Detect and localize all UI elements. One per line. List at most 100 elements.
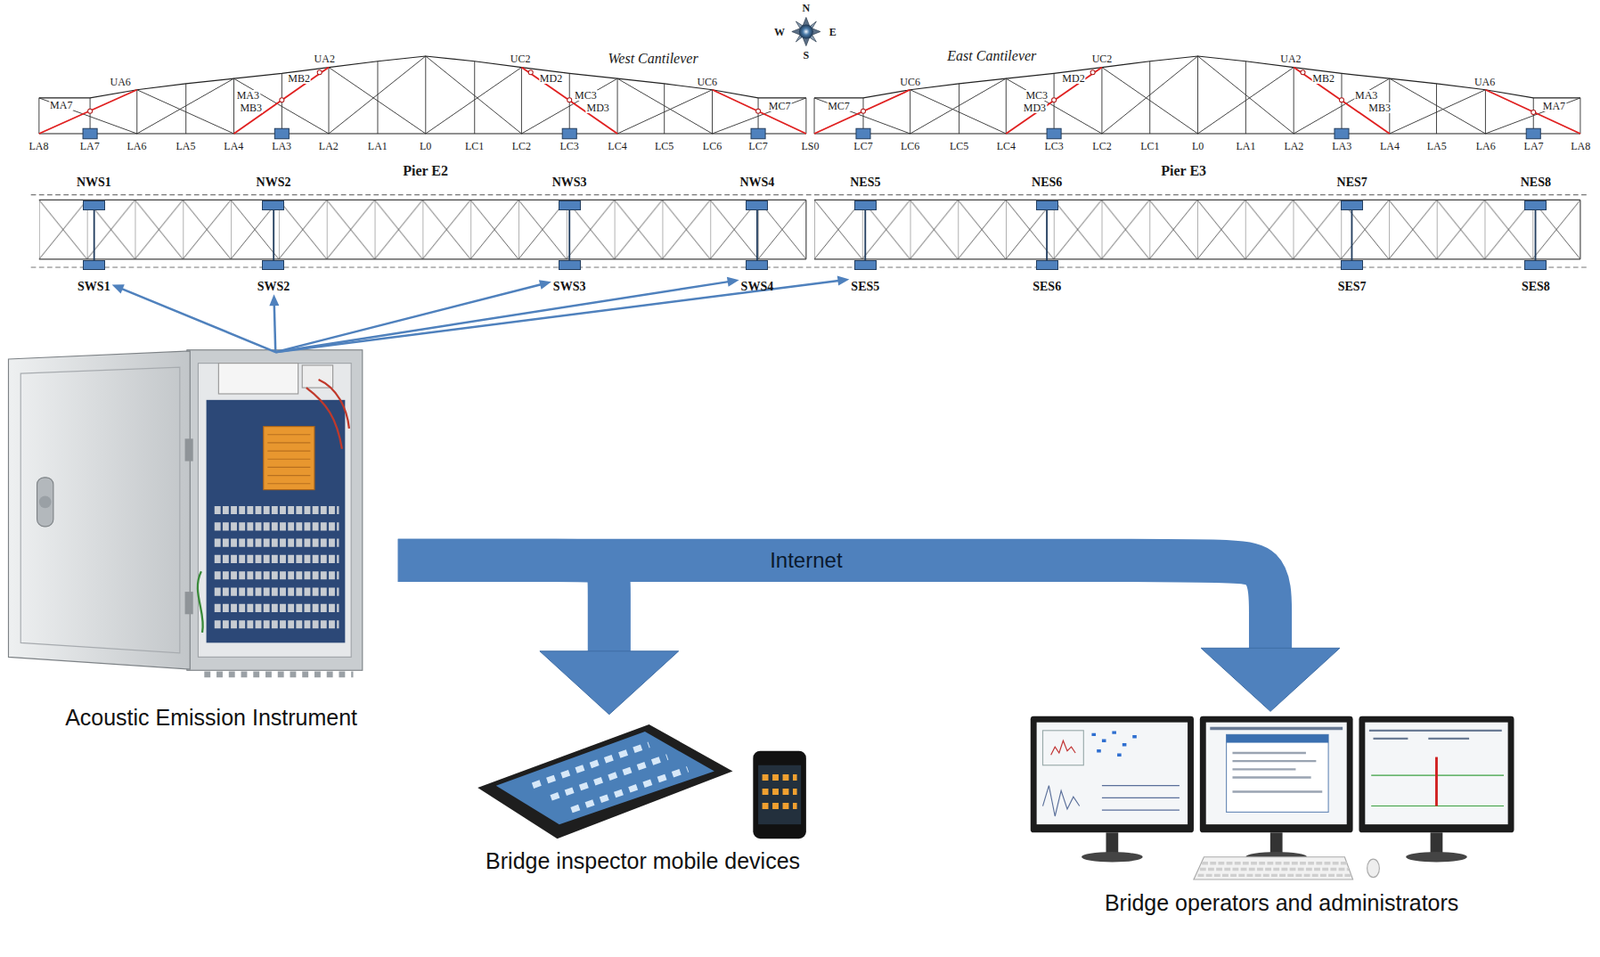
sensor-mark bbox=[1524, 260, 1547, 270]
operator-workstation bbox=[1232, 752, 1323, 792]
panel-point-label: LA5 bbox=[1426, 140, 1448, 152]
member-point bbox=[88, 70, 1536, 115]
panel-point-label: LC3 bbox=[1044, 140, 1065, 152]
compass-letter: S bbox=[802, 49, 811, 61]
panel-point-label: LA7 bbox=[79, 140, 101, 152]
panel-point-label: LC1 bbox=[1139, 140, 1160, 152]
figure-space bbox=[1054, 710, 1510, 889]
operator-workstation bbox=[1364, 722, 1508, 825]
sensor-label: SES8 bbox=[1521, 279, 1551, 294]
ae-instrument-cabinet bbox=[204, 670, 353, 678]
arrow-head bbox=[726, 277, 740, 287]
sensor-label: NWS3 bbox=[552, 175, 588, 190]
sensor-node: NWS2 bbox=[254, 175, 294, 211]
member-label: MA7 bbox=[48, 99, 74, 111]
panel-point-label: LA8 bbox=[28, 140, 50, 152]
compass-letter: E bbox=[828, 26, 838, 38]
member-label: MA3 bbox=[1354, 89, 1379, 101]
figure-space bbox=[24, 351, 398, 704]
member-label: UC6 bbox=[695, 76, 719, 88]
ae-instrument-cabinet bbox=[206, 400, 346, 644]
operator-workstation bbox=[1193, 857, 1354, 880]
sensor-link bbox=[94, 210, 1536, 261]
member-label: MC7 bbox=[826, 100, 851, 112]
sensor-node: NES5 bbox=[848, 175, 882, 211]
sensor-label: SWS1 bbox=[77, 279, 111, 294]
sensor-node: NES6 bbox=[1029, 175, 1064, 211]
truss-plan bbox=[814, 199, 1581, 259]
compass-rose bbox=[799, 24, 814, 39]
member-point bbox=[1300, 70, 1306, 75]
arrow-head bbox=[1200, 647, 1340, 711]
mobile-devices bbox=[477, 724, 733, 839]
cable-line bbox=[275, 284, 541, 352]
workstation-node: Bridge operators and administrators bbox=[1054, 710, 1510, 915]
operator-workstation bbox=[1081, 851, 1143, 862]
sensor-mark bbox=[1524, 200, 1547, 211]
sensor-label: NWS4 bbox=[739, 175, 775, 190]
operator-workstation bbox=[1051, 740, 1076, 755]
member-label: UC2 bbox=[509, 53, 532, 65]
member-point bbox=[1090, 70, 1095, 75]
elevation-sensor bbox=[751, 128, 766, 139]
sensor-mark bbox=[854, 200, 877, 211]
operator-workstation bbox=[1043, 730, 1085, 766]
member-label: UA6 bbox=[1473, 76, 1496, 88]
sensor-node: SES7 bbox=[1336, 260, 1369, 294]
operator-workstation bbox=[1105, 832, 1119, 853]
compass-rose bbox=[795, 21, 817, 42]
elevation-sensor bbox=[562, 128, 577, 139]
plan-outline bbox=[31, 195, 1588, 268]
sensor-node: SWS2 bbox=[255, 260, 293, 294]
panel-point-label: LA7 bbox=[1523, 140, 1545, 152]
sensor-label: SES5 bbox=[850, 279, 880, 294]
elevation-sensor bbox=[1046, 128, 1062, 139]
ae-instrument-cabinet bbox=[197, 571, 204, 633]
member-point bbox=[860, 108, 866, 114]
elevation-sensor bbox=[274, 128, 289, 139]
sensor-label: SES6 bbox=[1032, 279, 1062, 294]
device-caption: Bridge inspector mobile devices bbox=[458, 847, 826, 874]
member-label: MB3 bbox=[1367, 102, 1392, 114]
ae-instrument-cabinet bbox=[263, 426, 315, 490]
cable-line bbox=[275, 281, 728, 352]
operator-workstation bbox=[1209, 726, 1343, 730]
sensor-node: NWS3 bbox=[550, 175, 589, 211]
compass-letter: N bbox=[801, 2, 812, 14]
sensor-cable-arrow bbox=[112, 284, 277, 352]
operator-workstation bbox=[1270, 832, 1283, 853]
panel-point-label: LA1 bbox=[1235, 140, 1258, 152]
sensor-label: SWS2 bbox=[257, 279, 291, 294]
member-point bbox=[567, 97, 572, 103]
arrow-head bbox=[539, 651, 679, 715]
operator-workstation bbox=[1198, 863, 1352, 876]
link-label: Internet bbox=[769, 548, 842, 572]
operator-workstation bbox=[1043, 785, 1180, 817]
ae-instrument-cabinet bbox=[8, 351, 190, 670]
sensor-label: NWS2 bbox=[256, 175, 292, 190]
span-name: East Cantilever bbox=[946, 48, 1037, 64]
operator-workstation bbox=[1369, 730, 1503, 739]
mobile-devices-node: Bridge inspector mobile devices bbox=[458, 714, 826, 874]
sensor-mark bbox=[854, 260, 877, 270]
member-point bbox=[88, 108, 93, 114]
panel-point-label: LA5 bbox=[174, 140, 196, 152]
panel-point-label: LS0 bbox=[800, 140, 820, 152]
ae-instrument-cabinet bbox=[218, 363, 298, 394]
sensor-node: SES8 bbox=[1519, 260, 1552, 294]
sensor-node: SES6 bbox=[1030, 260, 1063, 294]
ae-instrument-cabinet bbox=[214, 509, 340, 624]
sensor-label: NES7 bbox=[1337, 175, 1368, 190]
sensor-cable-arrow bbox=[269, 293, 279, 352]
ae-instrument-cabinet bbox=[8, 350, 362, 675]
truss-elevation bbox=[39, 56, 1581, 134]
ae-instrument-cabinet bbox=[306, 379, 350, 449]
cable-line bbox=[275, 280, 839, 352]
device-caption: Acoustic Emission Instrument bbox=[24, 703, 398, 731]
compass-rose bbox=[791, 16, 821, 46]
sensor-mark bbox=[1340, 200, 1364, 211]
member-label: MD3 bbox=[586, 102, 611, 114]
member-point bbox=[756, 108, 761, 114]
truss-plan bbox=[39, 199, 807, 259]
sensor-cable-arrow bbox=[275, 276, 849, 353]
